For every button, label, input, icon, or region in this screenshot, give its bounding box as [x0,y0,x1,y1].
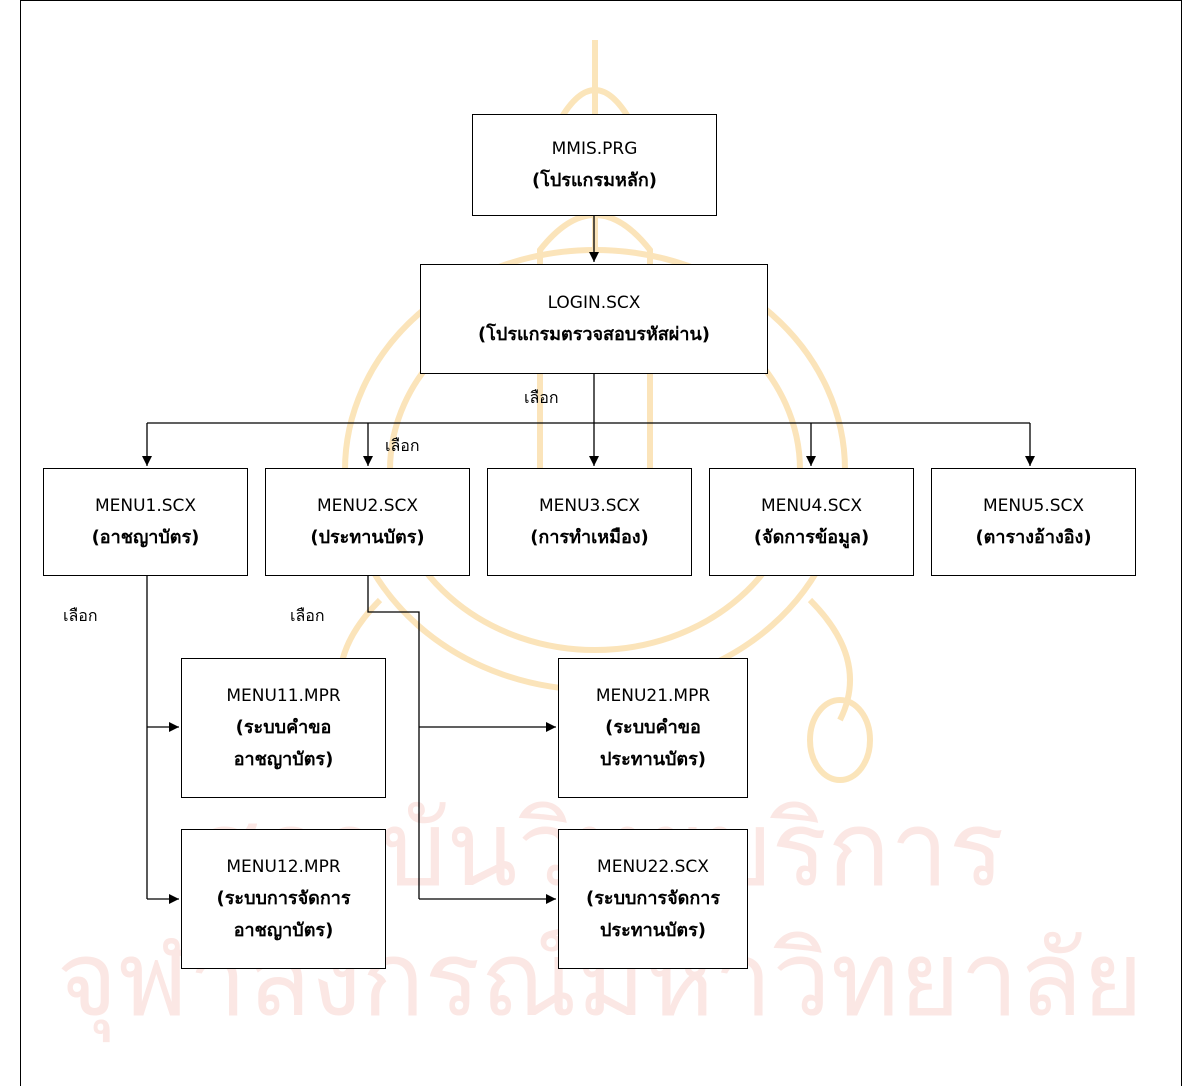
node-code: MENU11.MPR [226,686,341,706]
node-desc: (ประทานบัตร) [310,527,425,548]
node-login: LOGIN.SCX (โปรแกรมตรวจสอบรหัสผ่าน) [420,264,768,374]
node-code: MENU1.SCX [94,496,197,516]
node-code: MENU22.SCX [597,857,709,877]
edge-menu2-trunk [367,576,420,899]
label-login-select: เลือก [524,388,559,407]
node-desc: (ตารางอ้างอิง) [975,527,1092,548]
label-menu2-select: เลือก [385,436,420,455]
node-mmis: MMIS.PRG (โปรแกรมหลัก) [472,114,717,216]
node-code: MENU4.SCX [760,496,863,516]
node-menu1: MENU1.SCX (อาชญาบัตร) [43,468,248,576]
node-desc: (โปรแกรมตรวจสอบรหัสผ่าน) [478,324,710,345]
node-desc: (ระบบการจัดการ ประทานบัตร) [586,888,720,941]
diagram-frame [20,0,1182,1086]
node-menu11: MENU11.MPR (ระบบคำขอ อาชญาบัตร) [181,658,386,798]
node-desc: (อาชญาบัตร) [91,527,200,548]
node-desc: (ระบบการจัดการ อาชญาบัตร) [216,888,351,941]
node-code: MENU5.SCX [982,496,1085,516]
node-desc: (จัดการข้อมูล) [753,527,870,548]
node-menu22: MENU22.SCX (ระบบการจัดการ ประทานบัตร) [558,829,748,969]
node-desc: (โปรแกรมหลัก) [531,170,658,191]
node-menu12: MENU12.MPR (ระบบการจัดการ อาชญาบัตร) [181,829,386,969]
node-desc: (ระบบคำขอ ประทานบัตร) [599,717,707,770]
label-menu1-children-select: เลือก [63,606,98,625]
node-menu21: MENU21.MPR (ระบบคำขอ ประทานบัตร) [558,658,748,798]
node-desc: (การทำเหมือง) [530,527,649,548]
node-code: MENU21.MPR [595,686,711,706]
node-code: MMIS.PRG [551,139,638,159]
node-menu3: MENU3.SCX (การทำเหมือง) [487,468,692,576]
node-desc: (ระบบคำขอ อาชญาบัตร) [233,717,334,770]
node-menu4: MENU4.SCX (จัดการข้อมูล) [709,468,914,576]
node-code: MENU3.SCX [538,496,641,516]
label-menu2-children-select: เลือก [290,606,325,625]
node-code: LOGIN.SCX [547,293,641,313]
node-menu5: MENU5.SCX (ตารางอ้างอิง) [931,468,1136,576]
node-code: MENU12.MPR [226,857,341,877]
node-menu2: MENU2.SCX (ประทานบัตร) [265,468,470,576]
node-code: MENU2.SCX [316,496,419,516]
